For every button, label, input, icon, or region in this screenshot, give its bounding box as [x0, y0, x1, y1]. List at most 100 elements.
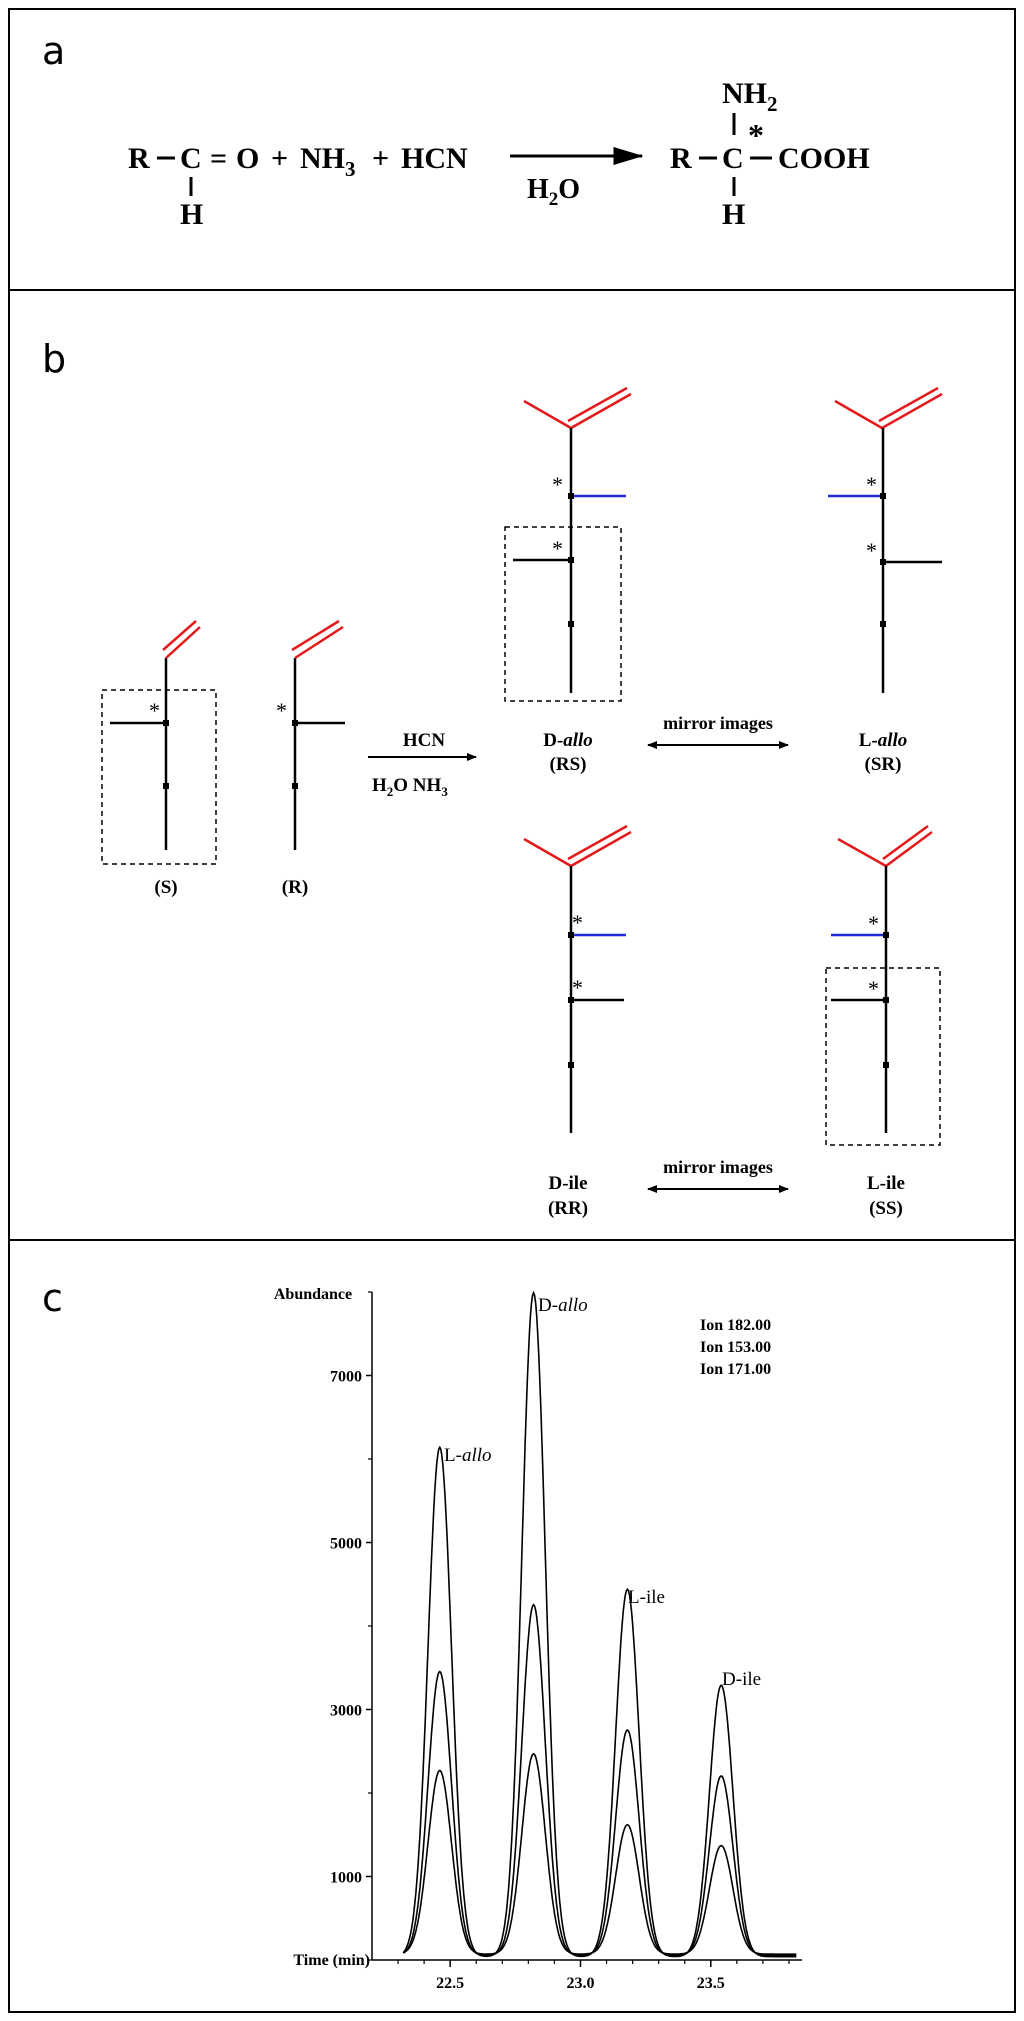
- reaction-condition: H2O: [527, 174, 580, 210]
- legend-ion-182: Ion 182.00: [700, 1317, 771, 1334]
- stereo-star: *: [572, 975, 583, 1000]
- mirror-label-top: mirror images: [663, 713, 773, 733]
- legend-ion-153: Ion 153.00: [700, 1339, 771, 1356]
- carbon-marker: [163, 783, 169, 789]
- hydrogen-cyanide: HCN: [401, 142, 468, 175]
- reactant-oxygen: O: [236, 142, 259, 175]
- plus-sign-1: +: [271, 142, 288, 175]
- label-d-allo: D-allo: [543, 730, 593, 751]
- stereo-star: *: [552, 536, 563, 561]
- traces: [402, 1290, 797, 1958]
- carbon-marker: [568, 1062, 574, 1068]
- panel-c: c Abundance Time (min) 1000300050007000 …: [42, 1276, 802, 1992]
- stereo-star: *: [868, 976, 879, 1001]
- fragment-box: [101, 689, 217, 865]
- aldehyde-r: * (R): [276, 619, 345, 898]
- label-d-allo-config: (RS): [550, 754, 587, 775]
- label-l-ile: L-ile: [867, 1173, 905, 1194]
- label-l-ile-config: (SS): [869, 1198, 903, 1219]
- label-l-allo: L-allo: [859, 730, 908, 751]
- product-amine: NH2: [722, 77, 778, 116]
- l-ile-structure: * * L-ile (SS): [825, 824, 941, 1219]
- stereo-star: *: [866, 472, 877, 497]
- panel-c-border: [8, 1239, 1016, 2013]
- beta-carbon-marker: [568, 997, 574, 1003]
- stereo-star: *: [276, 698, 287, 723]
- panel-a: a R C = O + NH3 + HCN H H2O NH2 * R C CO…: [42, 29, 870, 231]
- panel-b: b * (S) * (R) HCN H2O NH3: [42, 337, 943, 1219]
- x-tick-label: 23.0: [566, 1975, 594, 1992]
- panel-c-letter: c: [42, 1276, 63, 1320]
- trace-line: [402, 1752, 797, 1955]
- y-tick-label: 7000: [330, 1369, 362, 1386]
- fragment-box: [825, 967, 941, 1146]
- carbon-marker: [292, 783, 298, 789]
- panel-b-letter: b: [42, 337, 66, 381]
- peak-label-l-allo: L-allo: [444, 1445, 492, 1466]
- alpha-carbon-marker: [880, 493, 886, 499]
- ion-legend: Ion 182.00 Ion 153.00 Ion 171.00: [700, 1317, 771, 1378]
- alpha-carbon-marker: [568, 932, 574, 938]
- double-bond: =: [210, 142, 227, 175]
- trace-line: [402, 1603, 797, 1957]
- aldehyde-r-carbonyl: [291, 619, 344, 660]
- l-ile-carboxyl: [837, 824, 933, 868]
- panel-a-letter: a: [42, 29, 65, 73]
- d-ile-carboxyl: [523, 824, 632, 868]
- label-r: (R): [282, 877, 308, 898]
- y-tick-label: 5000: [330, 1536, 362, 1553]
- chiral-star: *: [748, 117, 764, 153]
- d-allo-structure: * * D-allo (RS): [504, 386, 632, 775]
- reactant-r: R: [128, 142, 150, 175]
- beta-carbon-marker: [568, 557, 574, 563]
- d-ile-structure: * * D-ile (RR): [523, 824, 632, 1219]
- trace-line: [402, 1290, 797, 1958]
- stereo-star: *: [868, 911, 879, 936]
- plus-sign-2: +: [372, 142, 389, 175]
- carbon-marker: [880, 621, 886, 627]
- l-allo-structure: * * L-allo (SR): [828, 386, 943, 775]
- stereo-star: *: [572, 910, 583, 935]
- peak-label-l-ile: L-ile: [628, 1587, 665, 1608]
- fragment-box: [504, 526, 622, 702]
- reagent-bottom: H2O NH3: [372, 775, 448, 799]
- peak-label-d-allo: D-allo: [538, 1295, 588, 1316]
- y-tick-label: 1000: [330, 1870, 362, 1887]
- stereocenter-marker: [163, 720, 169, 726]
- panel-borders: [8, 8, 1016, 2013]
- beta-carbon-marker: [880, 559, 886, 565]
- y-axis-label: Abundance: [274, 1286, 352, 1303]
- alpha-carbon-marker: [568, 493, 574, 499]
- l-allo-carboxyl: [834, 386, 943, 430]
- stereo-star: *: [149, 698, 160, 723]
- label-d-ile: D-ile: [548, 1173, 587, 1194]
- product-r: R: [670, 142, 692, 175]
- y-ticks: 1000 3000 5000 7000: [330, 1291, 372, 1961]
- label-d-ile-config: (RR): [548, 1198, 588, 1219]
- product-carbon: C: [722, 142, 744, 175]
- alpha-carbon-marker: [883, 932, 889, 938]
- x-tick-label: 23.5: [697, 1975, 725, 1992]
- label-l-allo-config: (SR): [865, 754, 902, 775]
- reactant-carbon: C: [180, 142, 202, 175]
- stereocenter-marker: [292, 720, 298, 726]
- x-axis-label: Time (min): [293, 1952, 370, 1969]
- stereo-star: *: [866, 538, 877, 563]
- peak-labels: L-allo D-allo L-ile D-ile: [444, 1295, 761, 1690]
- carbon-marker: [883, 1062, 889, 1068]
- peak-label-d-ile: D-ile: [722, 1669, 761, 1690]
- product-hydrogen: H: [722, 198, 745, 231]
- d-allo-carboxyl: [523, 386, 632, 430]
- y-tick-label: 3000: [330, 1703, 362, 1720]
- beta-carbon-marker: [883, 997, 889, 1003]
- carbon-marker: [568, 621, 574, 627]
- reagent-top: HCN: [403, 730, 446, 751]
- aldehyde-s-carbonyl: [162, 620, 201, 659]
- product: NH2 * R C COOH H: [670, 77, 870, 231]
- reactants: R C = O + NH3 + HCN H: [128, 142, 468, 231]
- mirror-label-bottom: mirror images: [663, 1157, 773, 1177]
- legend-ion-171: Ion 171.00: [700, 1361, 771, 1378]
